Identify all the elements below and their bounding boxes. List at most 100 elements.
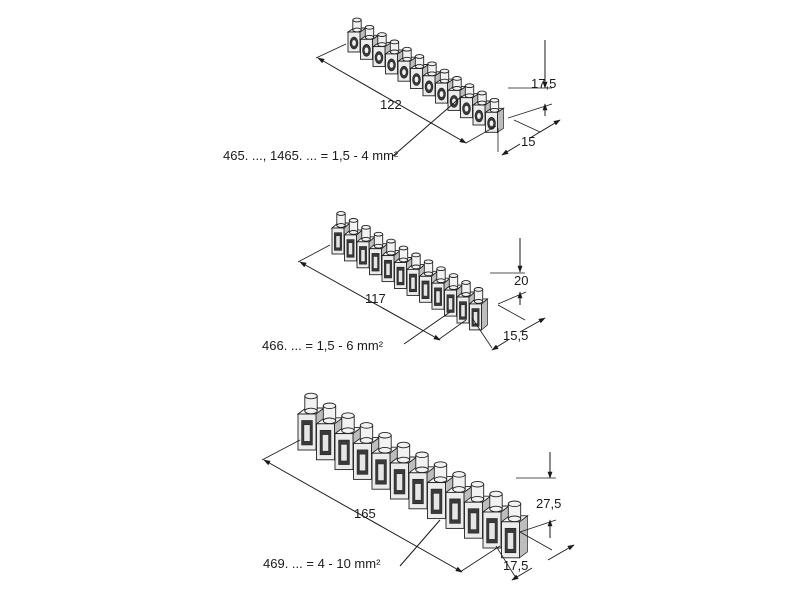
strip-465-caption: 465. ..., 1465. ... = 1,5 - 4 mm² — [223, 148, 399, 163]
wire-entry-inner — [470, 512, 477, 530]
wire-entry-inner — [464, 105, 469, 113]
wire-entry-inner — [396, 473, 403, 491]
screw-base — [507, 515, 522, 523]
wire-entry-inner — [335, 235, 341, 249]
screw-head-icon — [439, 68, 450, 74]
screw-base — [461, 292, 471, 297]
wire-entry-inner — [435, 290, 441, 304]
screw-base — [352, 27, 362, 33]
screw-head-icon — [398, 245, 409, 251]
screw-head-icon — [364, 24, 375, 30]
screw-head-icon — [489, 490, 503, 498]
strip-469-length-dimension-line — [263, 459, 463, 573]
strip-465-drawing: 122 17,5 15 465. ..., 1465. ... = 1,5 - … — [223, 17, 561, 163]
screw-head-icon — [436, 266, 446, 272]
screw-base — [452, 86, 462, 91]
strip-466-length-label: 117 — [365, 291, 386, 306]
wire-entry-inner — [476, 112, 482, 120]
screw-head-icon — [477, 90, 487, 96]
screw-base — [378, 446, 392, 454]
screw-head-icon — [402, 46, 412, 52]
screw-base — [364, 34, 375, 40]
wire-entry-inner — [377, 463, 385, 481]
screw-base — [470, 495, 485, 503]
screw-head-icon — [489, 97, 500, 103]
screw-base — [304, 407, 318, 415]
strip-465-depth-dimension-line — [501, 143, 521, 156]
wire-entry-inner — [322, 434, 329, 452]
wire-entry-inner — [410, 276, 416, 290]
screw-base — [439, 78, 450, 84]
screw-head-icon — [352, 17, 362, 23]
screw-head-icon — [322, 402, 337, 410]
wire-entry-inner — [473, 311, 478, 324]
screw-base — [414, 64, 425, 69]
screw-head-icon — [452, 471, 466, 478]
wire-entry-inner — [460, 304, 466, 318]
screw-base — [473, 299, 484, 304]
strip-469-drawing: 165 27,5 17,5 469. ... = 4 - 10 mm² — [261, 392, 575, 581]
screw-base — [436, 278, 446, 284]
wire-entry-inner — [360, 249, 366, 262]
strip-466-drawing: 117 20 15,5 466. ... = 1,5 - 6 mm² — [262, 211, 546, 353]
screw-head-icon — [470, 480, 485, 488]
screw-base — [322, 417, 337, 425]
strip-469-length-label: 165 — [354, 506, 376, 521]
screw-base — [433, 476, 448, 483]
strip-465-length-label: 122 — [380, 97, 402, 112]
wire-entry-inner — [398, 270, 403, 283]
wire-entry-inner — [439, 90, 444, 98]
terminal-module — [355, 224, 377, 269]
screw-base — [377, 42, 387, 47]
screw-base — [348, 230, 359, 235]
screw-base — [427, 71, 437, 77]
screw-base — [359, 437, 374, 444]
screw-head-icon — [336, 211, 346, 216]
wire-entry-inner — [303, 424, 311, 442]
screw-head-icon — [433, 461, 448, 468]
screw-head-icon — [411, 252, 421, 258]
wire-entry-inner — [364, 46, 369, 54]
wire-entry-inner — [373, 256, 378, 269]
screw-base — [373, 243, 384, 249]
terminal-module — [484, 97, 505, 133]
wire-entry-inner — [376, 54, 382, 62]
wire-entry-inner — [426, 83, 432, 91]
screw-base — [396, 456, 411, 464]
screw-base — [489, 107, 500, 113]
screw-head-icon — [448, 273, 459, 278]
strip-469-height-label: 27,5 — [536, 496, 561, 511]
module-side-face — [519, 515, 528, 559]
screw-head-icon — [464, 83, 475, 89]
terminal-module — [468, 287, 489, 331]
wire-entry-inner — [451, 502, 459, 521]
wire-entry-inner — [385, 263, 391, 276]
screw-base — [361, 236, 371, 242]
screw-head-icon — [461, 280, 471, 285]
screw-head-icon — [378, 431, 392, 439]
screw-head-icon — [359, 422, 374, 429]
screw-base — [489, 505, 503, 513]
screw-head-icon — [415, 451, 429, 459]
screw-base — [448, 285, 459, 290]
screw-head-icon — [348, 218, 359, 223]
screw-base — [402, 56, 412, 62]
strip-465-height-label: 17,5 — [531, 76, 556, 91]
wire-entry-inner — [433, 493, 440, 511]
strip-469-depth-label: 17,5 — [503, 558, 528, 573]
screw-base — [398, 257, 409, 263]
screw-head-icon — [423, 259, 434, 265]
screw-head-icon — [341, 412, 355, 419]
screw-head-icon — [386, 238, 396, 244]
wire-entry-inner — [359, 453, 366, 472]
screw-head-icon — [427, 61, 437, 67]
wire-entry-inner — [507, 532, 514, 550]
wire-entry-inner — [348, 242, 353, 255]
strip-466-depth-label: 15,5 — [503, 328, 528, 343]
screw-head-icon — [452, 76, 462, 81]
strip-466-caption: 466. ... = 1,5 - 6 mm² — [262, 338, 384, 353]
screw-base — [415, 466, 429, 474]
screw-base — [386, 250, 396, 256]
strip-466-length-dimension-line — [299, 261, 441, 341]
